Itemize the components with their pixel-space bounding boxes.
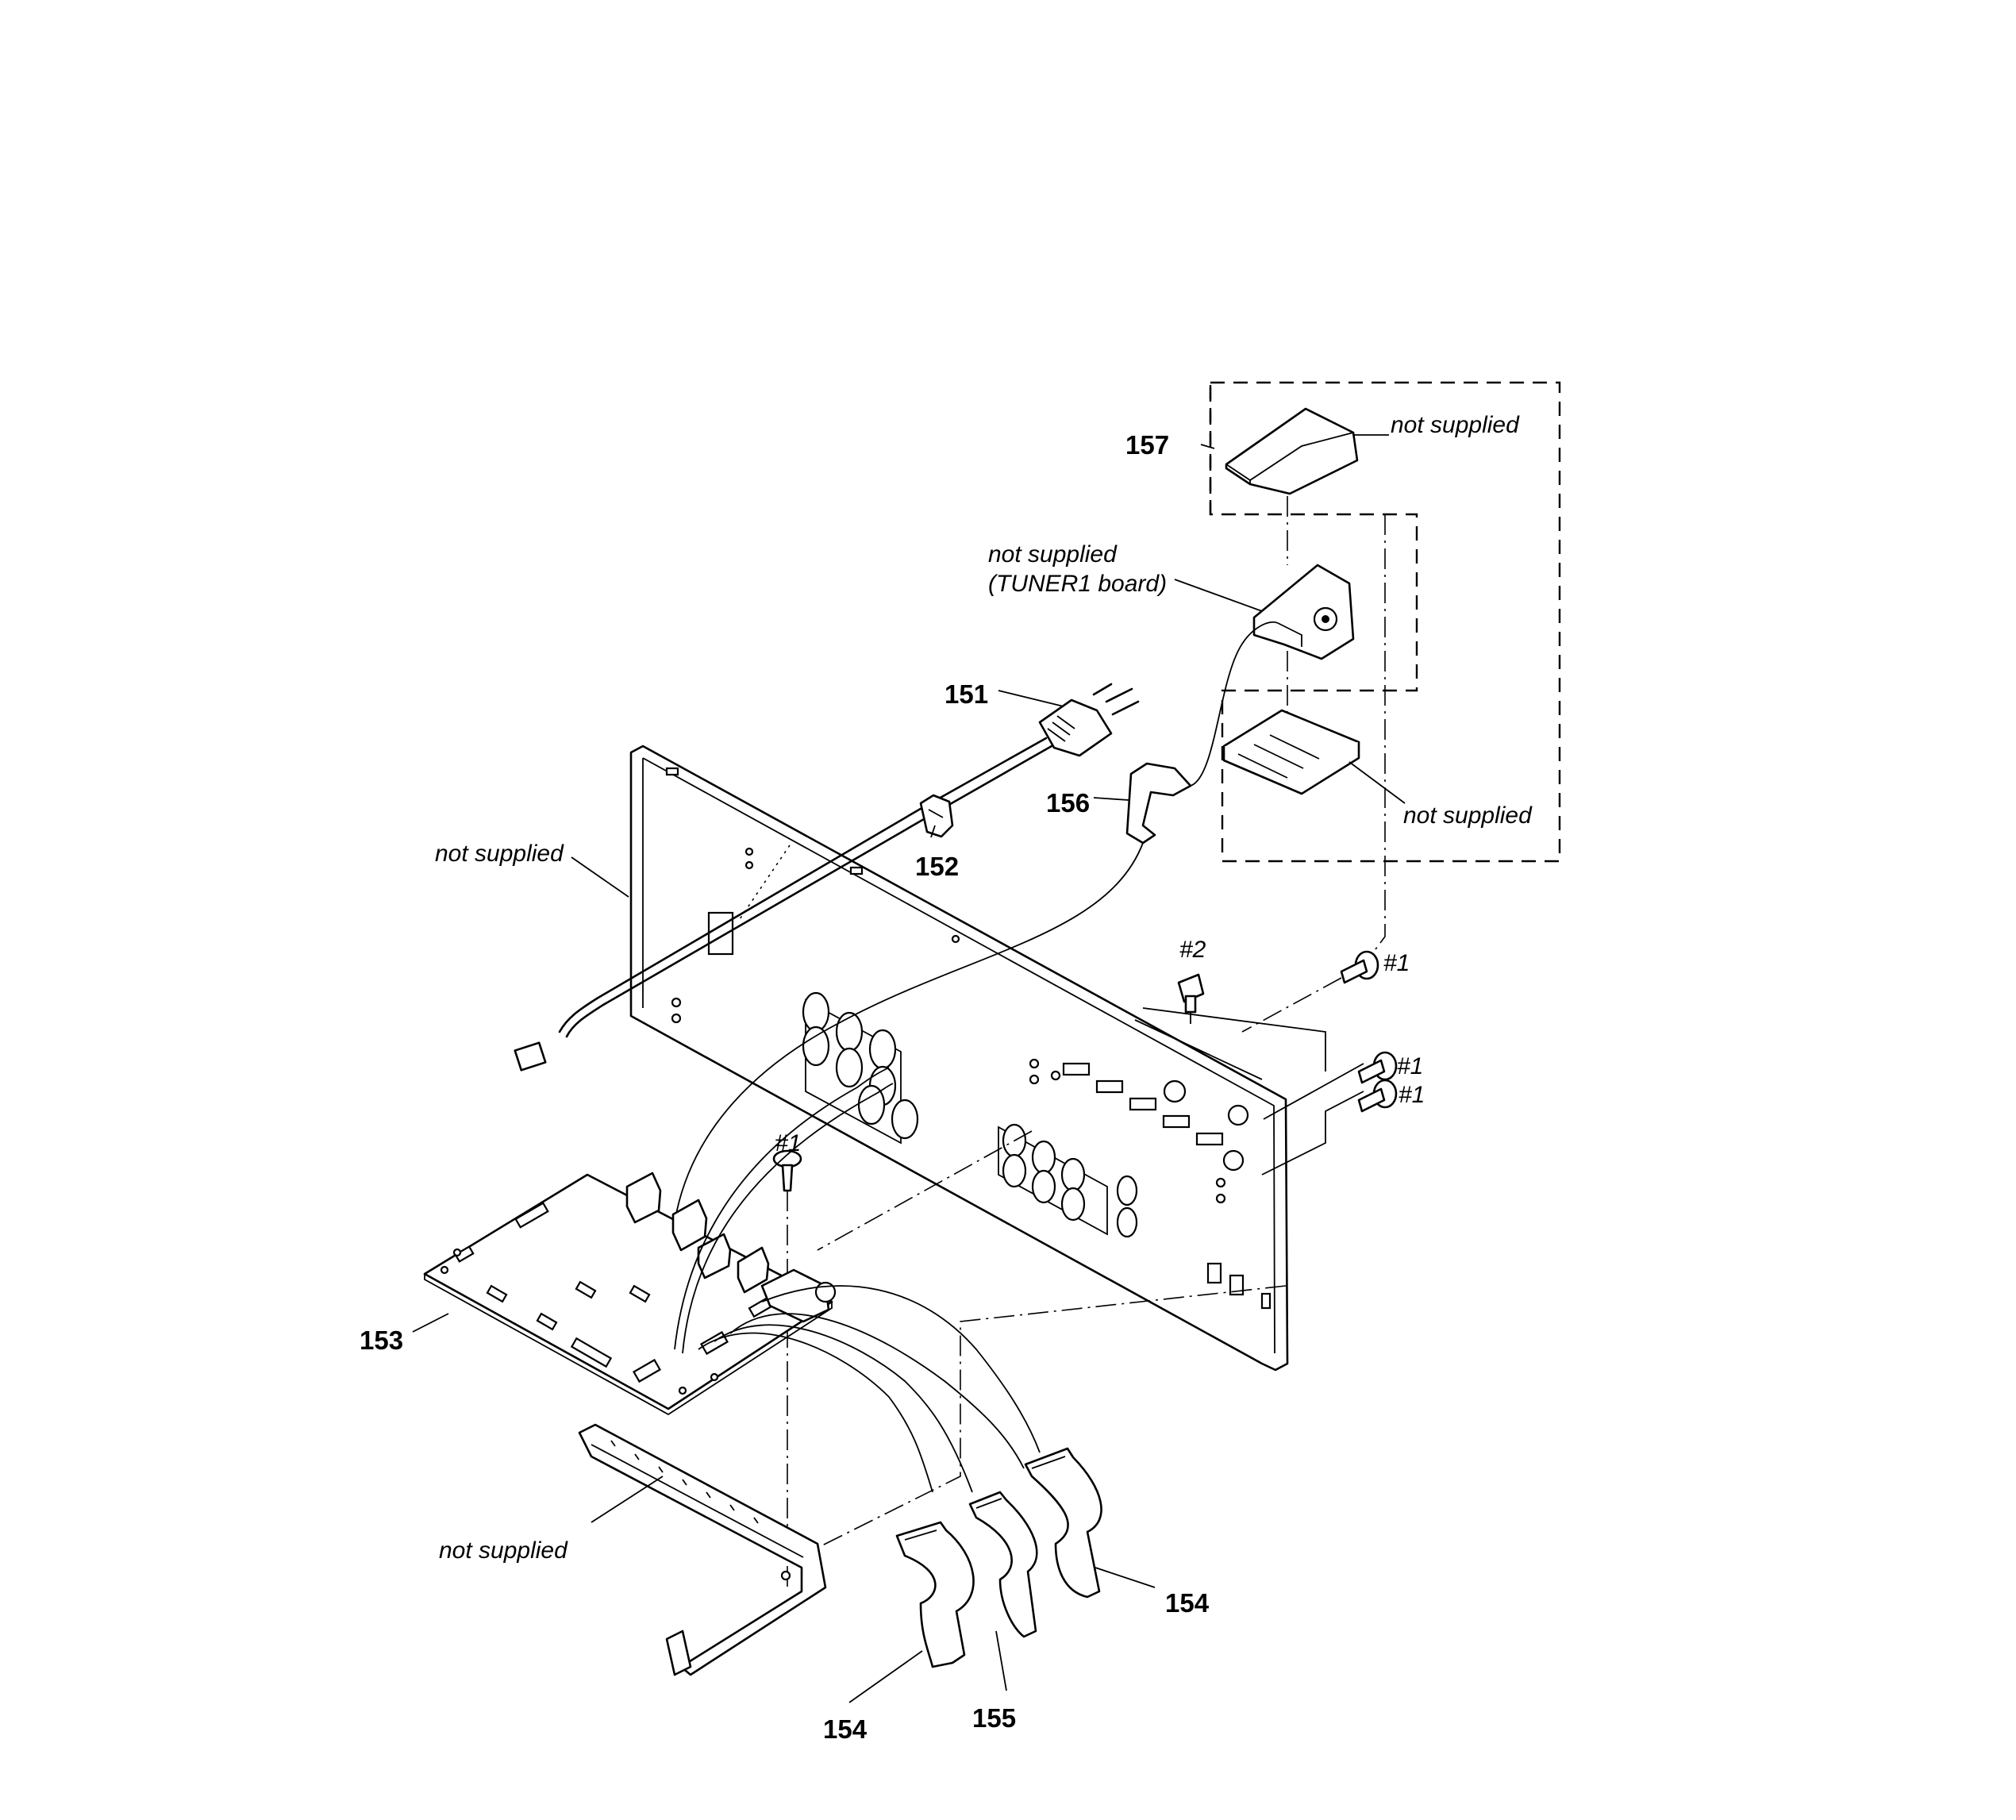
leader-lines [412,434,1406,1703]
ac-plug [1038,683,1140,757]
screw-label-1c: #1 [1399,1082,1425,1108]
note-bracket: not supplied [439,1537,568,1564]
screw-1a [1340,950,1379,984]
label-154-left: 154 [823,1714,868,1744]
label-151: 151 [945,679,988,709]
label-155: 155 [972,1703,1016,1733]
label-152: 152 [915,852,959,881]
label-157: 157 [1125,430,1169,460]
note-tuner-board-line1: not supplied [988,541,1118,568]
screw-1c [1357,1079,1398,1113]
flat-cable-154-right [1024,1447,1102,1599]
board-ribbon-lines [674,1067,1041,1493]
screw-label-1b: #1 [1397,1053,1423,1079]
label-154-right: 154 [1165,1588,1210,1618]
note-tuner-cover: not supplied [1391,412,1520,438]
circuit-board-153 [423,1172,837,1416]
flat-cable-155 [968,1491,1038,1638]
tuner-shield-case [1222,709,1360,795]
screw-2 [1177,973,1205,1024]
rear-panel [629,745,1289,1372]
screw-label-1a: #1 [1383,950,1410,976]
screw-guide-lines [787,514,1386,1587]
labels: 151 152 153 154 154 155 156 157 #1 #1 #1… [360,412,1533,1744]
mounting-bracket [578,1423,827,1676]
flat-cable-154-left [895,1521,975,1668]
tuner1-board [1252,564,1355,660]
note-tuner-board-line2: (TUNER1 board) [988,571,1167,597]
label-153: 153 [360,1326,403,1355]
cord-bushing [919,794,954,838]
screw-1b [1357,1051,1398,1084]
tuner-cover-157 [1225,407,1359,495]
tuner-group-outline [1209,381,1561,863]
note-rear-panel: not supplied [435,841,564,867]
screw-label-1d: #1 [775,1130,801,1156]
screw-1d [772,1149,802,1192]
screw-label-2: #2 [1179,937,1206,963]
label-156: 156 [1046,788,1090,818]
note-shield-case: not supplied [1403,802,1533,829]
